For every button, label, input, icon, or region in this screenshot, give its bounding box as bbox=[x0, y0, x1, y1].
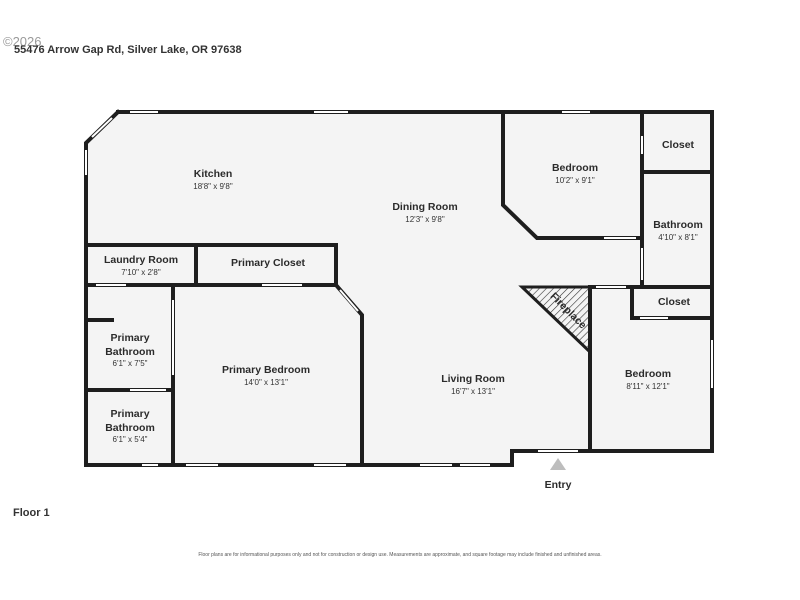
room-dimensions: 14'0" x 13'1" bbox=[244, 378, 288, 387]
room-name-line2: Bathroom bbox=[105, 346, 155, 358]
room-laundry-room: Laundry Room 7'10" x 2'8" bbox=[104, 254, 178, 277]
room-name-line2: Bathroom bbox=[105, 422, 155, 434]
room-dimensions: 7'10" x 2'8" bbox=[121, 268, 161, 277]
room-name: Living Room bbox=[441, 373, 505, 385]
room-bathroom: Bathroom 4'10" x 8'1" bbox=[653, 219, 703, 242]
room-name: Bedroom bbox=[552, 162, 598, 174]
room-primary-closet: Primary Closet bbox=[231, 257, 306, 269]
room-name: Bathroom bbox=[653, 219, 703, 231]
room-living-room: Living Room 16'7" x 13'1" bbox=[441, 373, 505, 396]
room-dimensions: 12'3" x 9'8" bbox=[405, 215, 445, 224]
room-primary-bedroom: Primary Bedroom 14'0" x 13'1" bbox=[222, 364, 310, 387]
room-dimensions: 10'2" x 9'1" bbox=[555, 176, 595, 185]
room-dining-room: Dining Room 12'3" x 9'8" bbox=[392, 201, 457, 224]
room-bedroom-1: Bedroom 10'2" x 9'1" bbox=[552, 162, 598, 185]
room-bedroom-2: Bedroom 8'11" x 12'1" bbox=[625, 368, 671, 391]
room-name: Closet bbox=[662, 139, 695, 151]
room-dimensions: 6'1" x 7'5" bbox=[113, 359, 148, 368]
copyright-text: ©2026 bbox=[3, 34, 42, 49]
room-name: Laundry Room bbox=[104, 254, 178, 266]
floor-label: Floor 1 bbox=[13, 507, 50, 519]
room-dimensions: 8'11" x 12'1" bbox=[626, 382, 669, 391]
room-kitchen: Kitchen 18'8" x 9'8" bbox=[193, 168, 233, 191]
room-name: Primary Bedroom bbox=[222, 364, 310, 376]
room-closet-1: Closet bbox=[662, 139, 695, 151]
room-dimensions: 16'7" x 13'1" bbox=[451, 387, 495, 396]
entry-arrow-icon bbox=[550, 458, 566, 470]
room-dimensions: 4'10" x 8'1" bbox=[658, 233, 698, 242]
room-name: Dining Room bbox=[392, 201, 457, 213]
room-dimensions: 6'1" x 5'4" bbox=[113, 435, 148, 444]
room-name-line1: Primary bbox=[110, 332, 149, 344]
disclaimer-text: Floor plans are for informational purpos… bbox=[198, 552, 602, 558]
room-closet-2: Closet bbox=[658, 296, 691, 308]
room-name: Primary Closet bbox=[231, 257, 306, 269]
property-address: 55476 Arrow Gap Rd, Silver Lake, OR 9763… bbox=[14, 44, 242, 56]
room-name: Bedroom bbox=[625, 368, 671, 380]
room-primary-bathroom-1: Primary Bathroom 6'1" x 7'5" bbox=[105, 332, 155, 368]
room-name-line1: Primary bbox=[110, 408, 149, 420]
room-name: Closet bbox=[658, 296, 691, 308]
windows-and-openings bbox=[85, 111, 713, 466]
room-primary-bathroom-2: Primary Bathroom 6'1" x 5'4" bbox=[105, 408, 155, 444]
room-name: Kitchen bbox=[194, 168, 233, 180]
room-dimensions: 18'8" x 9'8" bbox=[193, 182, 233, 191]
entry-label: Entry bbox=[545, 479, 572, 491]
floor-area bbox=[86, 112, 712, 465]
